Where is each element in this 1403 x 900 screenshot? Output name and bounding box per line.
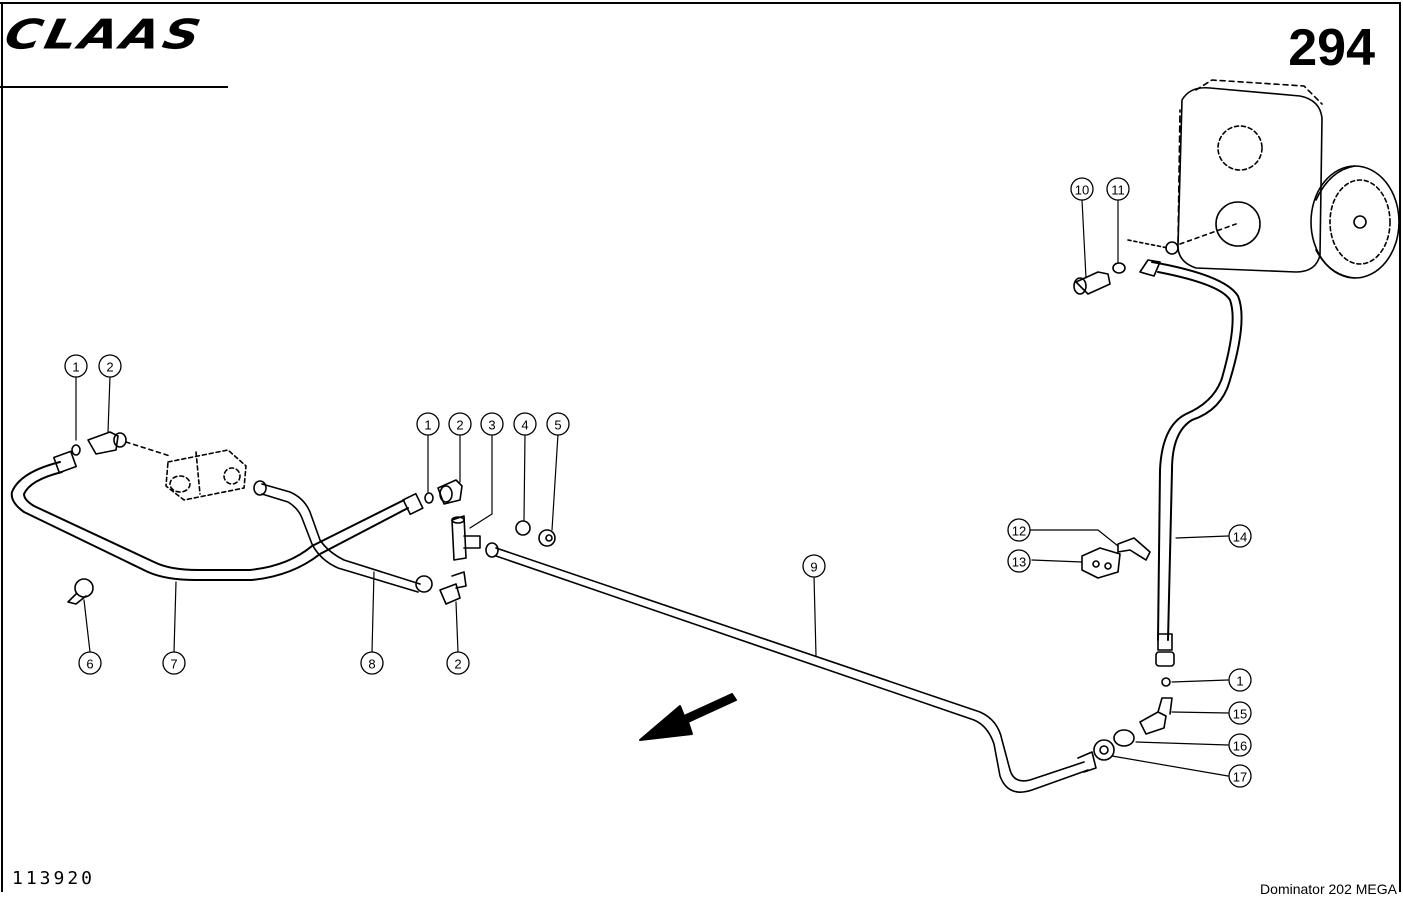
callout-circle-13 <box>1007 549 1031 573</box>
callout-15: 15 <box>1233 707 1247 722</box>
callout-13: 13 <box>1012 555 1026 570</box>
callout-circle-1c <box>1228 668 1252 692</box>
callout-2c: 2 <box>454 657 461 672</box>
pressure-hose-14 <box>1139 259 1243 667</box>
callout-8: 8 <box>368 657 375 672</box>
pipe-8 <box>253 480 433 593</box>
callout-circle-15 <box>1228 701 1252 725</box>
callout-circle-7 <box>162 651 186 675</box>
sheet-frame-left <box>1 2 3 892</box>
callout-11: 11 <box>1111 183 1125 198</box>
drawing-number: 113920 <box>12 868 96 889</box>
bracket-12 <box>1117 537 1151 561</box>
header-rule <box>0 86 228 88</box>
elbow-2b <box>437 479 463 505</box>
callout-circle-10 <box>1070 177 1094 201</box>
travel-direction-arrow <box>639 693 737 741</box>
model-name: Dominator 202 MEGA <box>1260 881 1397 897</box>
callout-circle-2c <box>446 651 470 675</box>
sheet-frame-top <box>0 2 1400 4</box>
seal-ring-11 <box>1112 262 1126 274</box>
callout-circle-3 <box>480 412 504 436</box>
valve-block <box>165 449 247 501</box>
callout-circle-14 <box>1228 524 1252 548</box>
callout-circle-9 <box>802 554 826 578</box>
callout-9: 9 <box>810 560 817 575</box>
callout-12: 12 <box>1012 524 1026 539</box>
page-number: 294 <box>1288 19 1375 77</box>
sheet-frame-right <box>1399 2 1401 892</box>
callout-circle-2b <box>448 412 472 436</box>
elbow-2a <box>87 431 127 455</box>
callout-circle-2a <box>98 354 122 378</box>
callout-circle-8 <box>360 651 384 675</box>
callout-4: 4 <box>521 418 528 433</box>
callout-2b: 2 <box>456 418 463 433</box>
nut-4 <box>515 520 531 536</box>
callout-circle-12 <box>1007 518 1031 542</box>
callout-circle-5 <box>546 412 570 436</box>
clip-6 <box>67 578 94 605</box>
callout-circle-4 <box>513 412 537 436</box>
clamp-13 <box>1081 547 1121 579</box>
callout-10: 10 <box>1075 183 1089 198</box>
o-ring-1b <box>424 492 434 504</box>
callout-1b: 1 <box>424 418 431 433</box>
callout-1c: 1 <box>1236 674 1243 689</box>
elbow-15 <box>1139 697 1173 735</box>
callout-16: 16 <box>1233 739 1247 754</box>
callout-17: 17 <box>1233 770 1247 785</box>
callout-circle-1a <box>64 354 88 378</box>
nut-5 <box>538 529 556 547</box>
hose-7 <box>10 450 424 581</box>
pump-housing <box>1177 79 1400 279</box>
callout-6: 6 <box>86 657 93 672</box>
elbow-2c <box>439 571 467 605</box>
pipe-9 <box>485 542 1097 793</box>
callout-1a: 1 <box>72 360 79 375</box>
callout-circle-6 <box>78 651 102 675</box>
callout-circle-16 <box>1228 733 1252 757</box>
callout-circle-17 <box>1228 764 1252 788</box>
callout-14: 14 <box>1233 530 1247 545</box>
callout-3: 3 <box>488 418 495 433</box>
o-ring-1c <box>1161 677 1171 687</box>
callout-circle-1b <box>416 412 440 436</box>
callout-7: 7 <box>170 657 177 672</box>
callout-2a: 2 <box>106 360 113 375</box>
nut-17 <box>1093 739 1115 761</box>
seal-ring-16 <box>1113 729 1135 747</box>
callout-5: 5 <box>554 418 561 433</box>
o-ring-1a <box>71 444 81 456</box>
callout-circle-11 <box>1106 177 1130 201</box>
banjo-bolt-10 <box>1073 271 1111 295</box>
tee-fitting-3 <box>451 515 481 561</box>
